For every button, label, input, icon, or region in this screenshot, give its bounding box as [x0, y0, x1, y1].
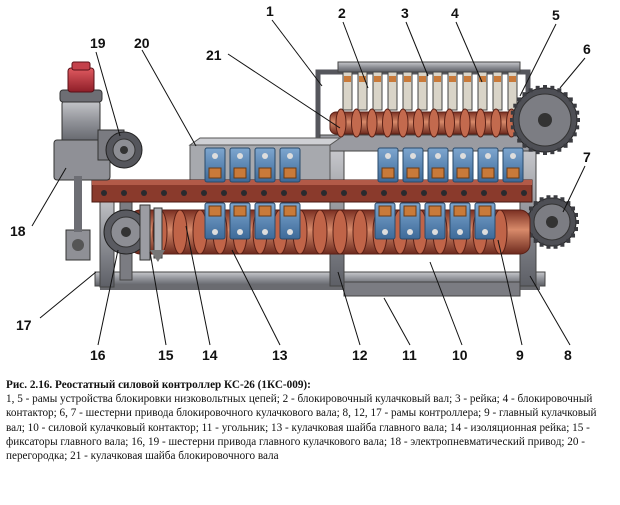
cam-washer [335, 108, 347, 138]
blocking-contact [447, 71, 458, 111]
gear-6 [510, 85, 580, 155]
blocking-cam-shaft [329, 108, 541, 138]
cam-washer [490, 108, 502, 138]
rail-bolt [141, 190, 147, 196]
cam-washer [172, 209, 188, 255]
rail-bolt [201, 190, 207, 196]
blocking-contact [372, 71, 383, 111]
insulating-rail [91, 179, 533, 203]
blocking-contact [417, 71, 428, 111]
label-16: 16 [90, 347, 106, 363]
rail-bolt [101, 190, 107, 196]
label-5: 5 [552, 7, 560, 23]
label-12: 12 [352, 347, 368, 363]
cam-washer [351, 108, 362, 138]
main-shaft-fixators [139, 204, 165, 262]
cam-washer [366, 108, 378, 138]
rail-bolt [181, 190, 187, 196]
label-9: 9 [516, 347, 524, 363]
rail-bolt [321, 190, 327, 196]
gear-16 [103, 209, 149, 255]
rail-bolt [361, 190, 367, 196]
label-4: 4 [451, 5, 459, 21]
blocking-contact [357, 71, 368, 111]
cam-washer [413, 108, 424, 138]
cam-washer [352, 209, 368, 255]
cam-washer [332, 209, 348, 255]
label-17: 17 [16, 317, 32, 333]
rail-bolt [261, 190, 267, 196]
electropneumatic-actuator [53, 61, 125, 261]
cam-washer [397, 108, 409, 138]
label-13: 13 [272, 347, 288, 363]
cam-washer [459, 108, 471, 138]
caption-title: Рис. 2.16. Реостатный силовой контроллер… [6, 379, 311, 391]
label-14: 14 [202, 347, 218, 363]
label-7: 7 [583, 149, 591, 165]
label-20: 20 [134, 35, 150, 51]
label-3: 3 [401, 5, 409, 21]
label-21: 21 [206, 47, 222, 63]
rail-bolt [521, 190, 527, 196]
label-2: 2 [338, 5, 346, 21]
label-8: 8 [564, 347, 572, 363]
angle-bar [343, 281, 521, 297]
rail-bolt [481, 190, 487, 196]
blocking-contact [402, 71, 413, 111]
blocking-contact [342, 71, 353, 111]
label-1: 1 [266, 3, 274, 19]
rail-bolt [401, 190, 407, 196]
leader-lines [31, 19, 586, 346]
rail-bolt [461, 190, 467, 196]
figure-caption: Рис. 2.16. Реостатный силовой контроллер… [6, 378, 614, 463]
rail-bolt [221, 190, 227, 196]
rail-bolt [241, 190, 247, 196]
label-11: 11 [402, 347, 417, 363]
cam-washer [382, 108, 393, 138]
rail-bolt [421, 190, 427, 196]
cam-washer [428, 108, 440, 138]
rail-bolt [381, 190, 387, 196]
label-10: 10 [452, 347, 468, 363]
caption-body: 1, 5 - рамы устройства блокировки низков… [6, 393, 597, 463]
blocking-contact [387, 71, 398, 111]
rail-bolt [121, 190, 127, 196]
controller-illustration: 1 2 3 4 5 6 7 8 9 10 11 12 13 14 15 16 1… [10, 3, 591, 363]
cam-washer [475, 108, 486, 138]
rail-bolt [161, 190, 167, 196]
blocking-contact [432, 71, 443, 111]
blocking-contactors [342, 71, 518, 111]
power-cam-contactors [204, 147, 524, 240]
label-6: 6 [583, 41, 591, 57]
cam-washer [444, 108, 455, 138]
label-18: 18 [10, 223, 26, 239]
rail-bolt [441, 190, 447, 196]
gear-19 [105, 131, 143, 169]
rail-bolt [281, 190, 287, 196]
rail-bolt [341, 190, 347, 196]
rail-bolt [301, 190, 307, 196]
cam-washer [312, 209, 328, 255]
label-15: 15 [158, 347, 174, 363]
rail-bolt [501, 190, 507, 196]
label-19: 19 [90, 35, 106, 51]
